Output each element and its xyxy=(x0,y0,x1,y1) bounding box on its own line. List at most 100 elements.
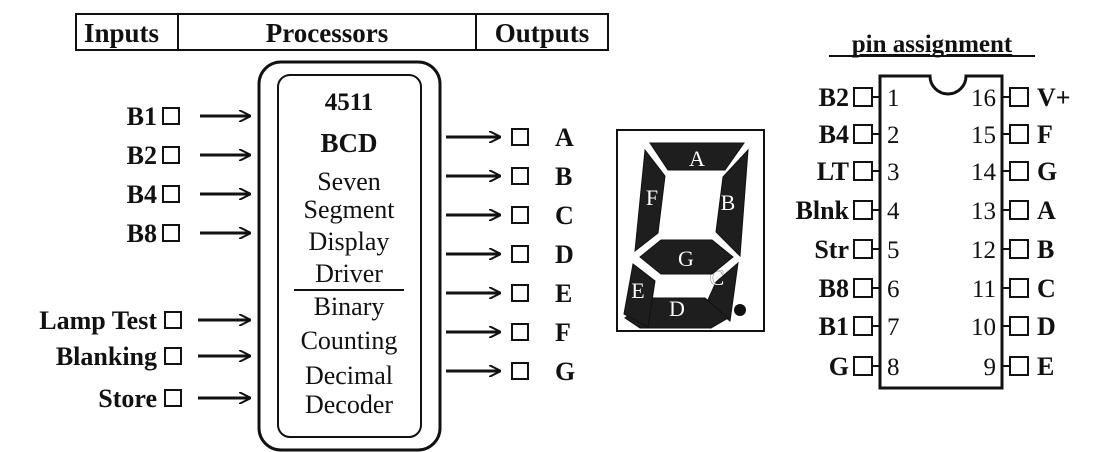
pin-right-box xyxy=(1009,356,1029,376)
pin-right-box xyxy=(1009,124,1029,144)
output-pin-box xyxy=(511,128,529,146)
segment-label-e: E xyxy=(631,278,644,303)
pin-left-name: B1 xyxy=(819,312,849,341)
pin-left-name: Blnk xyxy=(796,196,850,225)
output-pin-box xyxy=(511,284,529,302)
pin-right-number: 12 xyxy=(971,237,996,264)
output-pin-box xyxy=(511,323,529,341)
pin-right-number: 11 xyxy=(972,276,996,303)
input-pin-box xyxy=(162,146,180,164)
pin-left-number: 2 xyxy=(887,122,900,149)
pin-left-name: B8 xyxy=(819,274,849,303)
pin-right-name: F xyxy=(1037,120,1053,149)
processor-line: Counting xyxy=(301,326,398,355)
pin-left-box xyxy=(853,124,873,144)
pin-right-name: C xyxy=(1037,274,1056,303)
header-outputs: Outputs xyxy=(495,18,590,48)
pin-left-number: 4 xyxy=(887,198,900,225)
pin-right-name: B xyxy=(1037,235,1054,264)
pin-right-box xyxy=(1009,278,1029,298)
input-pin-box xyxy=(162,107,180,125)
output-label: F xyxy=(555,318,571,347)
pin-left-number: 6 xyxy=(887,276,900,303)
segment-b xyxy=(715,148,749,258)
output-pin-box xyxy=(511,362,529,380)
processor-line: 4511 xyxy=(325,89,374,116)
decimal-point xyxy=(734,304,746,316)
pin-right-box xyxy=(1009,87,1029,107)
pin-left-box xyxy=(853,161,873,181)
pin-right-name: G xyxy=(1037,157,1057,186)
pin-right-box xyxy=(1009,161,1029,181)
output-label: C xyxy=(555,201,574,230)
segment-label-f: F xyxy=(646,185,658,210)
pin-left-number: 3 xyxy=(887,159,900,186)
input-label: Lamp Test xyxy=(39,306,157,335)
input-label: Store xyxy=(98,384,157,413)
pin-assignment-title: pin assignment xyxy=(852,31,1013,58)
processor-label: 4511BCDSevenSegmentDisplayDriverBinaryCo… xyxy=(301,89,398,419)
pin-left-number: 7 xyxy=(887,314,900,341)
input-label: B8 xyxy=(127,219,157,248)
pin-right-number: 10 xyxy=(971,314,996,341)
pin-right-number: 13 xyxy=(971,198,996,225)
pin-left-name: LT xyxy=(817,157,849,186)
pin-left-box xyxy=(853,200,873,220)
segment-label-g: G xyxy=(678,246,694,271)
processor-line: Seven xyxy=(317,167,381,196)
segment-label-a: A xyxy=(689,146,705,171)
output-label: G xyxy=(555,357,575,386)
ic-body xyxy=(878,74,1004,390)
output-label: A xyxy=(555,123,574,152)
pin-right-number: 9 xyxy=(984,354,997,381)
pin-right-name: D xyxy=(1037,312,1056,341)
output-label: B xyxy=(555,162,572,191)
header-table: Inputs Processors Outputs xyxy=(75,13,609,51)
pin-left-number: 8 xyxy=(887,354,900,381)
input-pin-box xyxy=(164,389,182,407)
pin-left-name: Str xyxy=(814,235,849,264)
output-pin-box xyxy=(511,206,529,224)
pin-right-number: 16 xyxy=(971,85,996,112)
pin-right-name: V+ xyxy=(1037,83,1071,112)
header-processors: Processors xyxy=(266,18,388,48)
input-label: B2 xyxy=(127,141,157,170)
pin-right-number: 15 xyxy=(971,122,996,149)
processor-block xyxy=(257,60,442,452)
header-inputs: Inputs xyxy=(84,18,159,48)
output-pin-box xyxy=(511,167,529,185)
processor-line: Segment xyxy=(304,195,396,224)
processor-line: Decoder xyxy=(305,390,393,419)
pin-right-box xyxy=(1009,200,1029,220)
output-label: D xyxy=(555,240,574,269)
input-label: Blanking xyxy=(56,342,157,371)
input-pin-box xyxy=(162,185,180,203)
input-label: B4 xyxy=(127,180,157,209)
pin-left-name: B4 xyxy=(819,120,849,149)
segment-f xyxy=(634,148,666,253)
pin-left-box xyxy=(853,239,873,259)
segment-a xyxy=(649,142,745,171)
segment-g xyxy=(639,239,734,275)
processor-line: BCD xyxy=(320,128,377,158)
pin-left-name: G xyxy=(829,352,849,381)
segment-e xyxy=(623,263,656,328)
segment-label-d: D xyxy=(669,296,685,321)
processor-line: Driver xyxy=(315,259,383,288)
output-pin-box xyxy=(511,245,529,263)
pin-right-box xyxy=(1009,316,1029,336)
pin-left-box xyxy=(853,87,873,107)
input-label: B1 xyxy=(127,102,157,131)
pin-left-box xyxy=(853,316,873,336)
pin-left-number: 1 xyxy=(887,85,900,112)
output-label: E xyxy=(555,279,572,308)
input-pin-box xyxy=(162,224,180,242)
processor-line: Binary xyxy=(314,292,385,321)
processor-line: Decimal xyxy=(305,361,393,390)
pin-right-number: 14 xyxy=(971,159,997,186)
